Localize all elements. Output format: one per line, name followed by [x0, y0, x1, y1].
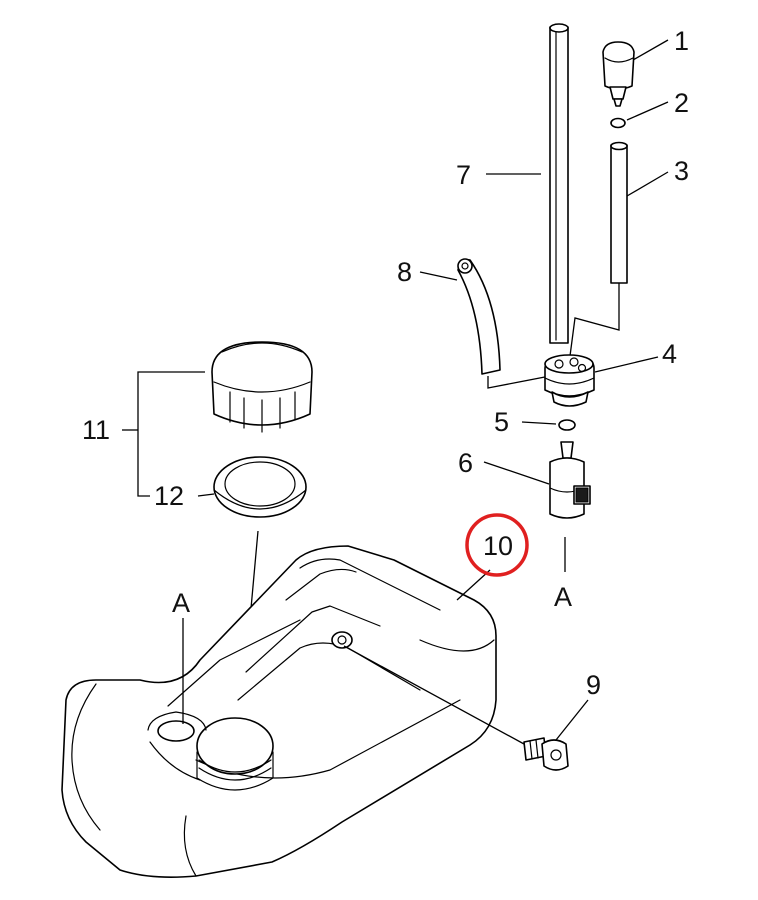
- part-5-o-ring[interactable]: [558, 419, 576, 431]
- hose-connection-line: [487, 375, 551, 389]
- part-7-long-tube[interactable]: [549, 23, 569, 344]
- label-section-a-right: A: [554, 582, 572, 612]
- part-11-tank-cap[interactable]: [211, 341, 313, 433]
- label-part-1: 1: [674, 26, 689, 56]
- label-part-6: 6: [458, 448, 473, 478]
- label-part-9: 9: [586, 670, 601, 700]
- leader-lines: [122, 39, 669, 745]
- label-part-5: 5: [494, 407, 509, 437]
- part-10-fuel-tank[interactable]: [61, 545, 497, 878]
- part-1-grommet[interactable]: [602, 41, 635, 107]
- label-part-8: 8: [397, 257, 412, 287]
- part-10-highlight[interactable]: 10: [465, 513, 529, 577]
- label-part-10: 10: [483, 531, 513, 561]
- label-part-7: 7: [456, 160, 471, 190]
- label-part-2: 2: [674, 88, 689, 118]
- part-6-fuel-filter[interactable]: [549, 441, 591, 519]
- label-part-12: 12: [154, 481, 184, 511]
- highlight-circle: [465, 513, 529, 577]
- part-2-o-ring[interactable]: [610, 117, 626, 129]
- part-9-bolt[interactable]: [523, 737, 569, 771]
- tube-connection-line: [569, 283, 620, 357]
- part-4-grommet[interactable]: [544, 354, 595, 407]
- label-section-a-left: A: [172, 588, 190, 618]
- label-part-4: 4: [662, 339, 677, 369]
- part-3-tube[interactable]: [610, 141, 628, 284]
- part-12-cap-gasket[interactable]: [213, 456, 307, 518]
- label-part-11: 11: [82, 415, 110, 445]
- part-8-curved-hose[interactable]: [457, 258, 501, 375]
- label-part-3: 3: [674, 156, 689, 186]
